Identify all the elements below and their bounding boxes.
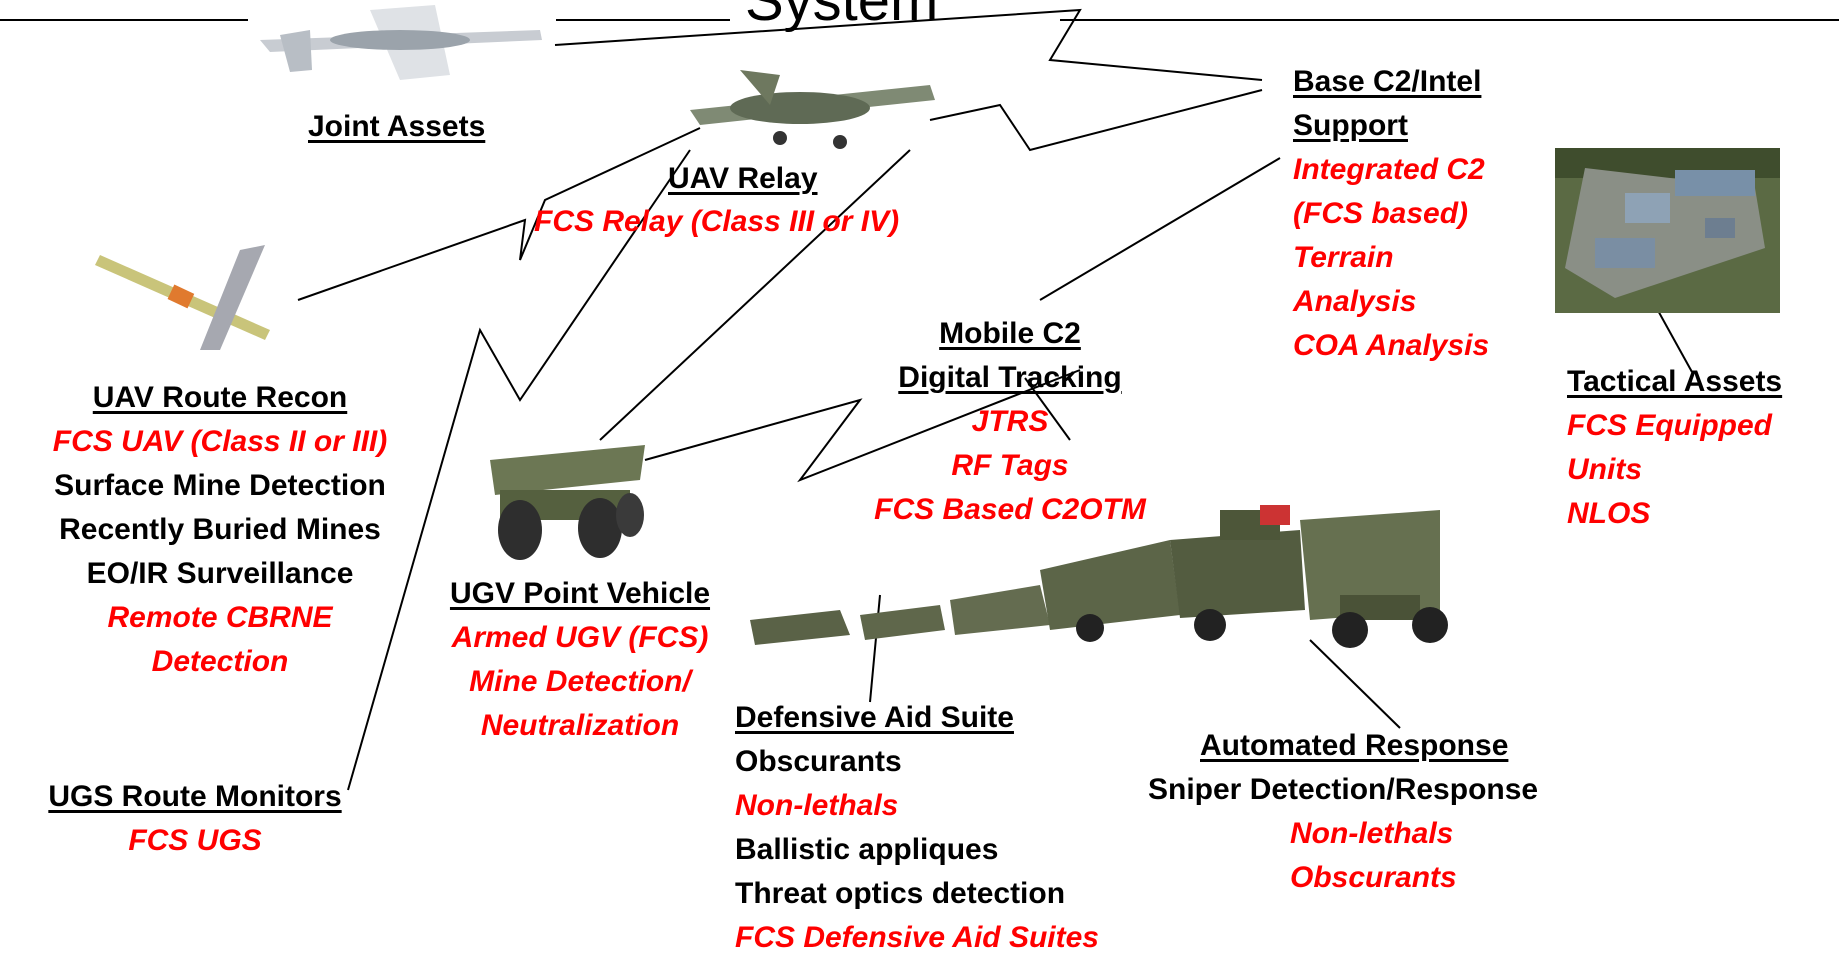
mobile-c2-item: RF Tags [951, 449, 1069, 482]
ugv-point-item: Mine Detection/ [469, 665, 691, 698]
uav-relay-heading: UAV Relay [668, 162, 818, 195]
predator-uav-image [260, 5, 542, 80]
link-uav-relay [297, 127, 701, 301]
link-ugv-mobile [644, 369, 1081, 483]
link-relay-base [929, 89, 1263, 152]
automated-response-heading: Automated Response [1200, 729, 1509, 762]
base-c2-item: COA Analysis [1293, 329, 1490, 362]
defensive-aid-item: Threat optics detection [735, 877, 1066, 910]
defensive-aid-item: Ballistic appliques [735, 833, 999, 866]
tactical-assets-heading: Tactical Assets [1567, 365, 1783, 398]
base-c2-heading-1: Base C2/Intel [1293, 65, 1482, 98]
joint-assets-heading: Joint Assets [308, 110, 486, 143]
mobile-c2-heading-1: Mobile C2 [939, 317, 1081, 350]
small-uav-image [95, 245, 270, 350]
link-ugs-relay [347, 149, 691, 791]
mobile-c2-heading-2: Digital Tracking [898, 361, 1122, 394]
base-buildings-image [1555, 148, 1780, 313]
ugv-cart-image [490, 445, 645, 560]
relay-uav-image [690, 70, 935, 149]
base-c2-item: Analysis [1293, 285, 1417, 318]
tactical-assets-item: Units [1567, 453, 1642, 486]
ugv-point-heading: UGV Point Vehicle [449, 577, 711, 610]
pointer-mobile [1024, 377, 1071, 441]
uav-relay-detail: FCS Relay (Class III or IV) [534, 205, 900, 238]
automated-response-item: Obscurants [1290, 861, 1457, 894]
automated-response-item: Sniper Detection/Response [1148, 773, 1539, 806]
tactical-assets-item: NLOS [1567, 497, 1651, 530]
defensive-aid-item: Obscurants [735, 745, 902, 778]
pointer-automated [1309, 639, 1401, 729]
uav-route-recon-item: Detection [151, 645, 289, 678]
uav-route-recon-heading: UAV Route Recon [92, 381, 348, 414]
base-c2-item: Terrain [1293, 241, 1394, 274]
ugs-route-detail: FCS UGS [128, 824, 262, 857]
mobile-c2-item: JTRS [971, 405, 1049, 438]
link-mobile-base [1039, 157, 1281, 301]
ugv-point-item: Armed UGV (FCS) [451, 621, 709, 654]
uav-route-recon-item: FCS UAV (Class II or III) [52, 425, 388, 458]
ugv-point-item: Neutralization [480, 709, 680, 742]
tactical-assets-item: FCS Equipped [1567, 409, 1772, 442]
uav-route-recon-item: Recently Buried Mines [59, 513, 381, 546]
vehicle-convoy-image [750, 505, 1448, 648]
uav-route-recon-item: EO/IR Surveillance [86, 557, 354, 590]
mobile-c2-item: FCS Based C2OTM [874, 493, 1146, 526]
defensive-aid-item: Non-lethals [735, 789, 899, 822]
automated-response-item: Non-lethals [1290, 817, 1454, 850]
base-c2-item: (FCS based) [1293, 197, 1469, 230]
defensive-aid-item: FCS Defensive Aid Suites [735, 921, 1099, 954]
defensive-aid-heading: Defensive Aid Suite [735, 701, 1014, 734]
link-ugv-relay [599, 149, 911, 441]
uav-route-recon-item: Surface Mine Detection [54, 469, 386, 502]
base-c2-item: Integrated C2 [1293, 153, 1485, 186]
base-c2-heading-2: Support [1293, 109, 1408, 142]
link-joint-base [554, 8, 1263, 81]
page-title: System [745, 0, 939, 33]
uav-route-recon-item: Remote CBRNE [107, 601, 333, 634]
ugs-route-heading: UGS Route Monitors [48, 780, 342, 813]
